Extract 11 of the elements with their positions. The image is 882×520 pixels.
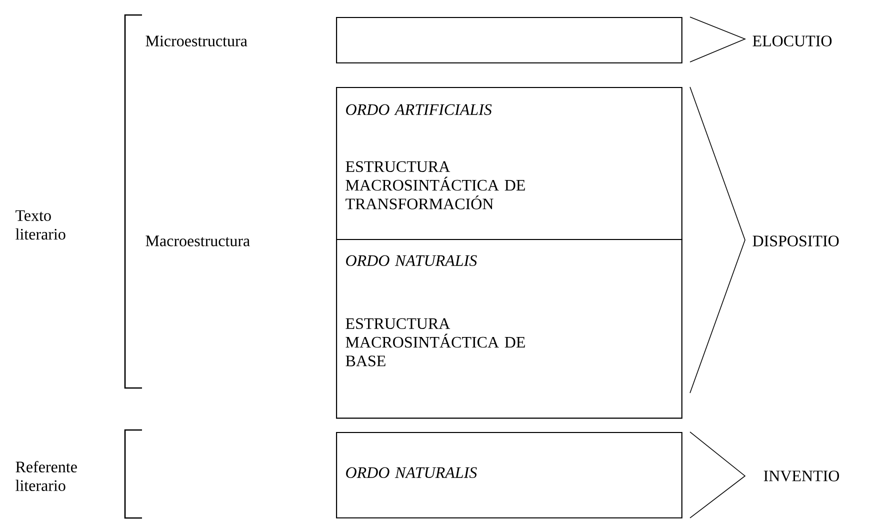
- label: Texto literario: [16, 210, 66, 240]
- text-box: ORDO NATURALIS ESTRUCTURA MACROSINTÁCTICA DE BASE: [336, 239, 682, 419]
- label: INVENTIO: [764, 470, 840, 482]
- label: Referente literario: [16, 460, 77, 492]
- label: Macroestructura: [146, 236, 250, 246]
- label: DISPOSITIO: [752, 236, 839, 246]
- text-box: ORDO ARTIFICIALIS ESTRUCTURA MACROSINTÁCTICA DE TRANSFORMACIÓN: [336, 87, 682, 240]
- label: ELOCUTIO: [752, 36, 832, 46]
- empty-box: [336, 17, 682, 64]
- label: Microestructura: [146, 36, 248, 46]
- text-box: ORDO NATURALIS: [336, 432, 682, 518]
